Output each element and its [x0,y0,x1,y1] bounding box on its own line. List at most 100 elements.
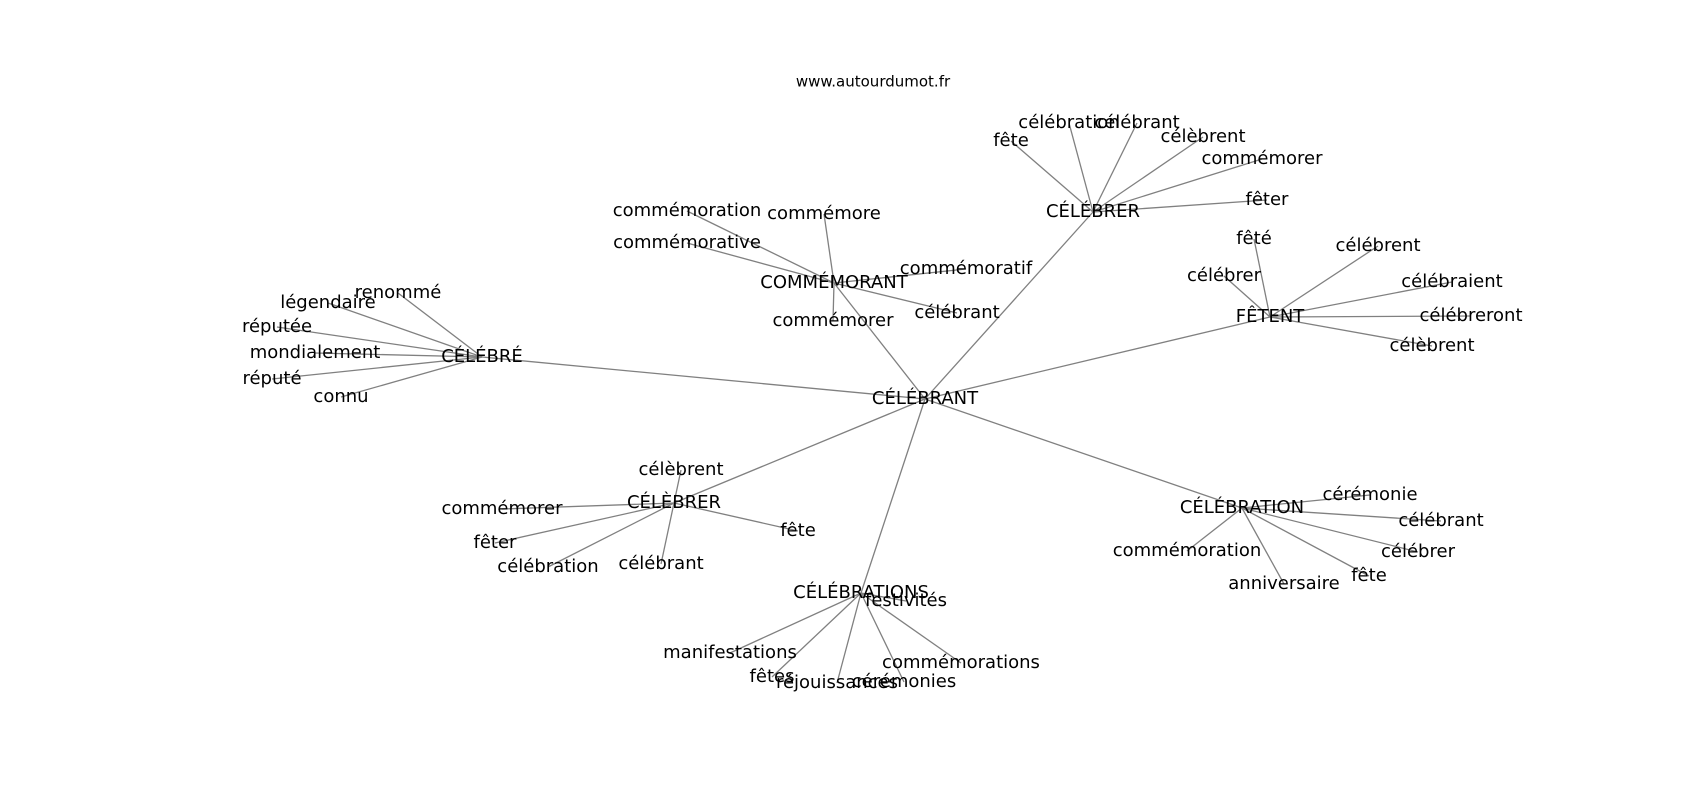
hub-node-celebrations[interactable]: CÉLÉBRATIONS [793,581,929,603]
edge-celebrations-festivites [860,592,907,602]
edge-center-celebrer_bottom [673,398,926,504]
leaf-node-celebrer_bottom-celebration[interactable]: célébration [497,556,598,577]
hub-node-celebrer_top[interactable]: CÉLÉBRER [1046,200,1140,222]
hub-node-fetent[interactable]: FÊTENT [1236,305,1306,327]
leaf-node-celebration-ceremonie[interactable]: cérémonie [1322,484,1417,505]
leaf-node-celebrer_bottom-fete[interactable]: fête [780,520,816,541]
leaf-node-celebre-repute[interactable]: réputé [242,368,301,389]
edge-center-commemorant [833,282,926,400]
edge-celebration-celebrer [1241,507,1419,553]
edge-fetent-fete [1253,238,1271,318]
edge-celebre-connu [340,356,483,398]
edge-celebration-ceremonie [1241,494,1371,509]
edge-celebrer_bottom-celebration [547,502,675,568]
graph-labels: www.autourdumot.fr CÉLÉBRANT CÉLÉBRER fête… [242,73,1523,694]
leaf-node-celebrations-commemorations[interactable]: commémorations [882,652,1040,673]
edge-celebrer_top-celebration [1068,122,1094,213]
hub-node-celebre[interactable]: CÉLÉBRÉ [441,345,523,367]
leaf-node-fetent-celebrent[interactable]: célébrent [1335,235,1420,256]
edge-celebrer_top-commemorer [1092,158,1263,213]
edge-celebrer_bottom-celebrant [660,502,675,565]
edge-commemorant-commemorative [686,242,835,284]
edge-celebration-commemoration [1186,507,1243,552]
edge-commemorant-celebrant [833,282,958,314]
leaf-node-celebrer_top-celebrant[interactable]: célébrant [1094,112,1179,133]
leaf-node-celebre-renomme[interactable]: renommé [355,282,442,303]
edge-celebration-fete [1241,507,1370,577]
leaf-node-fetent-fete[interactable]: fêté [1236,228,1272,249]
edge-fetent-celebrent [1269,245,1379,318]
edge-celebrer_bottom-celebrent [673,469,682,504]
leaf-node-celebration-commemoration[interactable]: commémoration [1113,540,1262,561]
leaf-node-celebrations-manifestations[interactable]: manifestations [663,642,797,663]
leaf-node-celebre-reputee[interactable]: réputée [242,316,312,337]
leaf-node-fetent-celebrent[interactable]: célèbrent [1389,335,1474,356]
center-node-celebrant[interactable]: CÉLÉBRANT [872,387,979,409]
leaf-node-celebrer_top-celebration[interactable]: célébration [1018,112,1119,133]
leaf-node-celebrer_bottom-celebrent[interactable]: célèbrent [638,459,723,480]
leaf-node-commemorant-commemoratif[interactable]: commémoratif [900,258,1033,279]
edge-celebrer_bottom-fete [673,502,799,532]
edge-celebrer_top-celebrant [1092,122,1138,213]
leaf-node-commemorant-commemorative[interactable]: commémorative [613,232,761,253]
leaf-node-celebrations-rejouissances[interactable]: réjouissances [776,672,898,693]
edge-center-celebrer_top [924,211,1094,400]
edge-celebrations-commemorations [860,592,962,664]
edge-celebrer_top-feter [1092,199,1268,213]
leaf-node-celebrer_top-feter[interactable]: fêter [1246,189,1290,210]
leaf-node-celebration-celebrer[interactable]: célébrer [1381,541,1456,562]
leaf-node-commemorant-commemore[interactable]: commémore [767,203,881,224]
edge-celebrations-ceremonies [860,592,905,683]
edge-celebrer_bottom-commemorer [501,502,675,510]
edge-celebrations-fetes [771,592,862,678]
edge-fetent-celebrer [1223,275,1271,318]
leaf-node-celebration-fete[interactable]: fête [1351,565,1387,586]
leaf-node-fetent-celebrer[interactable]: célébrer [1187,265,1262,286]
edge-fetent-celebreront [1269,315,1472,318]
edge-center-fetent [924,316,1271,400]
leaf-node-fetent-celebraient[interactable]: célébraient [1401,271,1502,292]
edge-celebre-repute [271,356,483,380]
edge-center-celebrations [860,398,926,594]
edge-celebre-reputee [276,326,483,358]
leaf-node-celebrer_bottom-commemorer[interactable]: commémorer [441,498,563,519]
edge-commemorant-commemoratif [833,268,967,284]
edge-celebrer_top-celebrent [1092,136,1204,213]
leaf-node-celebrations-ceremonies[interactable]: cérémonies [852,671,956,692]
leaf-node-celebration-celebrant[interactable]: célébrant [1398,510,1483,531]
leaf-node-celebrer_bottom-celebrant[interactable]: célébrant [618,553,703,574]
leaf-node-commemorant-commemoration[interactable]: commémoration [613,200,762,221]
hub-node-celebrer_bottom[interactable]: CÉLÈBRER [627,491,721,513]
leaf-node-commemorant-celebrant[interactable]: célébrant [914,302,999,323]
source-url[interactable]: www.autourdumot.fr [796,73,951,91]
edge-commemorant-commemore [823,213,835,284]
leaf-node-celebre-legendaire[interactable]: légendaire [280,292,376,313]
edge-celebration-celebrant [1241,507,1442,522]
leaf-node-celebre-mondialement[interactable]: mondialement [250,342,381,363]
edge-fetent-celebrent [1269,316,1433,347]
hub-node-commemorant[interactable]: COMMÉMORANT [760,271,908,293]
leaf-node-celebrer_bottom-feter[interactable]: fêter [474,532,518,553]
graph-edges [271,122,1472,684]
edge-fetent-celebraient [1269,281,1453,318]
edge-commemorant-commemoration [686,210,835,284]
leaf-node-celebrer_top-fete[interactable]: fête [993,130,1029,151]
edge-center-celebre [481,356,926,400]
edge-celebration-anniversaire [1241,507,1285,585]
leaf-node-celebration-anniversaire[interactable]: anniversaire [1228,573,1339,594]
edge-celebrations-manifestations [729,592,862,654]
hub-node-celebration[interactable]: CÉLÉBRATION [1180,496,1304,518]
leaf-node-celebrations-festivites[interactable]: festivités [865,590,947,611]
leaf-node-celebrations-fetes[interactable]: fêtes [750,666,795,687]
edge-celebrations-rejouissances [836,592,862,684]
leaf-node-celebre-connu[interactable]: connu [313,386,368,407]
edge-celebre-renomme [397,292,483,358]
leaf-node-celebrer_top-celebrent[interactable]: célèbrent [1160,126,1245,147]
edge-center-celebration [924,398,1243,509]
edge-celebre-legendaire [327,302,483,358]
leaf-node-commemorant-commemorer[interactable]: commémorer [772,310,894,331]
edge-celebre-mondialement [314,352,483,358]
leaf-node-celebrer_top-commemorer[interactable]: commémorer [1201,148,1323,169]
leaf-node-fetent-celebreront[interactable]: célébreront [1419,305,1522,326]
